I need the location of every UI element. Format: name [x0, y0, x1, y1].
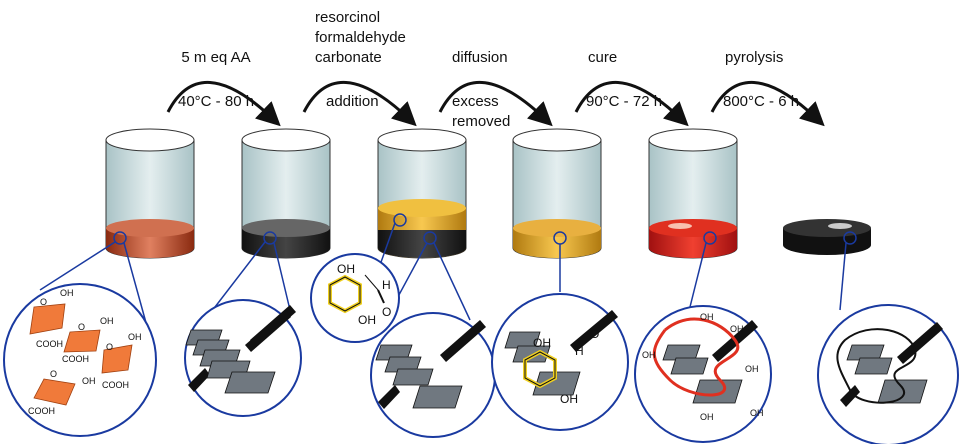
svg-text:COOH: COOH: [62, 354, 89, 364]
svg-text:OH: OH: [745, 364, 759, 374]
svg-text:O: O: [382, 305, 391, 319]
svg-text:COOH: COOH: [102, 380, 129, 390]
svg-text:OH: OH: [82, 376, 96, 386]
step5-condition: 800°C - 6 h: [723, 93, 799, 110]
inset-diffusion: [370, 312, 496, 438]
process-arrows: [166, 80, 825, 127]
arrow-step1: [166, 80, 281, 127]
svg-text:OH: OH: [730, 324, 744, 334]
svg-text:O: O: [50, 369, 57, 379]
carbon-monolith: [783, 219, 871, 255]
arrow-step4: [574, 80, 689, 127]
step1-label: 5 m eq AA: [181, 49, 250, 66]
svg-text:COOH: COOH: [28, 406, 55, 416]
svg-text:OH: OH: [128, 332, 142, 342]
svg-text:OH: OH: [337, 262, 355, 276]
step2-label-line2: formaldehyde: [315, 29, 406, 46]
inset-resorcinol-formaldehyde: OH OH H O: [310, 253, 400, 343]
step2-label-line1: resorcinol: [315, 9, 380, 26]
step3-label: diffusion: [452, 49, 508, 66]
inset-carbon-aerogel: [817, 304, 959, 444]
inset-graphene-oxide: O OH COOH O OH COOH O OH COOH O OH COOH: [3, 283, 157, 437]
inset-reduced-graphene: [184, 299, 302, 417]
svg-text:OH: OH: [700, 412, 714, 422]
svg-text:O: O: [40, 297, 47, 307]
arrow-step2: [302, 80, 417, 127]
svg-text:OH: OH: [642, 350, 656, 360]
beaker-3: [377, 128, 467, 259]
step5-label: pyrolysis: [725, 49, 783, 66]
svg-text:COOH: COOH: [36, 339, 63, 349]
svg-text:OH: OH: [700, 312, 714, 322]
step1-condition: 40°C - 80 h: [178, 93, 254, 110]
beaker-4: [512, 128, 602, 259]
svg-text:OH: OH: [358, 313, 376, 327]
zoom-connectors: [39, 213, 857, 331]
svg-text:OH: OH: [533, 336, 551, 350]
svg-text:O: O: [590, 327, 599, 341]
svg-text:OH: OH: [100, 316, 114, 326]
svg-text:O: O: [78, 322, 85, 332]
beaker-1: [105, 128, 195, 259]
step3-condition-line1: excess: [452, 93, 499, 110]
beaker-2: [241, 128, 331, 259]
arrow-step3: [438, 80, 553, 127]
svg-text:OH: OH: [60, 288, 74, 298]
arrow-step5: [710, 80, 825, 127]
inset-rf-adsorbed: OH OH H O: [491, 293, 629, 431]
svg-text:OH: OH: [560, 392, 578, 406]
svg-text:O: O: [106, 342, 113, 352]
beaker-5: [648, 128, 738, 259]
svg-text:H: H: [382, 278, 391, 292]
svg-text:OH: OH: [750, 408, 764, 418]
step3-condition-line2: removed: [452, 113, 510, 130]
inset-cured-polymer: OH OH OH OH OH OH: [634, 305, 772, 443]
step4-label: cure: [588, 49, 617, 66]
step2-condition: addition: [326, 93, 379, 110]
step2-label-line3: carbonate: [315, 49, 382, 66]
step4-condition: 90°C - 72 h: [586, 93, 662, 110]
svg-text:H: H: [575, 344, 584, 358]
